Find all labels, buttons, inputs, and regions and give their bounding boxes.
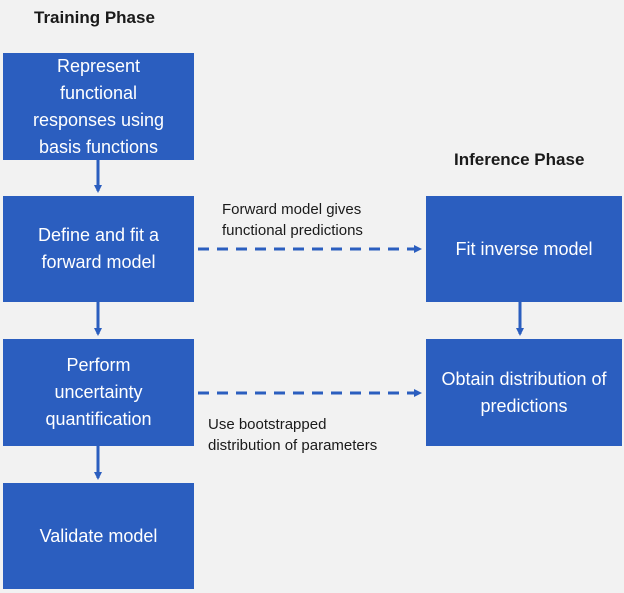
box-label: Fit inverse model	[455, 238, 593, 259]
note-line: distribution of parameters	[208, 437, 378, 454]
box-fit-inverse-model: Fit inverse model	[426, 196, 622, 302]
training-phase-title: Training Phase	[34, 8, 155, 27]
box-represent-functional-responses: Represent functional responses using bas…	[3, 53, 194, 160]
inference-phase-title: Inference Phase	[454, 150, 585, 169]
box-label: Validate model	[39, 525, 158, 546]
box-define-forward-model: Define and fit a forward model	[3, 196, 194, 302]
note-line: functional predictions	[222, 222, 363, 239]
note-line: Forward model gives	[222, 201, 362, 218]
bootstrap-note: Use bootstrapped distribution of paramet…	[208, 414, 377, 456]
forward-model-note: Forward model gives functional predictio…	[222, 199, 363, 241]
note-line: Use bootstrapped	[208, 416, 327, 433]
box-label: Perform uncertainty quantification	[45, 355, 152, 429]
box-validate-model: Validate model	[3, 483, 194, 589]
box-obtain-distribution: Obtain distribution of predictions	[426, 339, 622, 446]
box-uncertainty-quantification: Perform uncertainty quantification	[3, 339, 194, 446]
box-label: Define and fit a forward model	[37, 225, 160, 272]
box-label: Obtain distribution of predictions	[441, 368, 607, 416]
box-label: Represent functional responses using bas…	[32, 55, 165, 157]
